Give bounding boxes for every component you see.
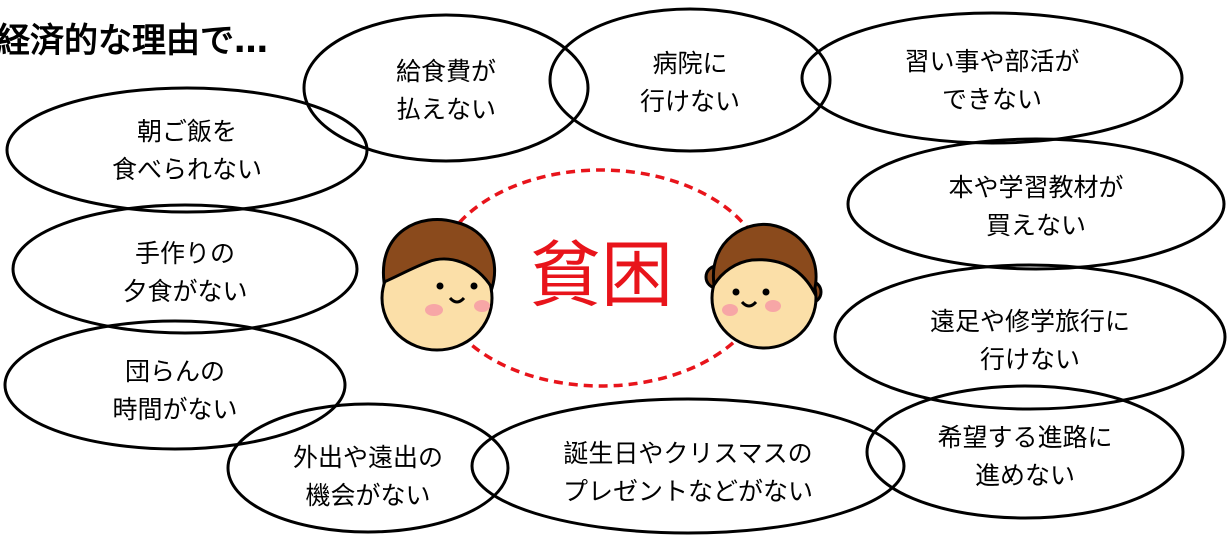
bubble-outings-line-2: 機会がない xyxy=(305,481,430,510)
bubble-school-trip-line-2: 行けない xyxy=(980,345,1080,374)
bubble-breakfast-line-1: 朝ご飯を xyxy=(137,117,237,146)
bubble-dinner-line-1: 手作りの xyxy=(135,239,235,268)
bubble-presents-line-1: 誕生日やクリスマスの xyxy=(563,439,812,468)
bubble-outings-line-1: 外出や遠出の xyxy=(293,443,443,472)
bubble-hospital-line-1: 病院に xyxy=(652,49,727,78)
bubble-career-line-1: 希望する進路に xyxy=(937,423,1112,452)
bubble-lessons-line-2: できない xyxy=(942,85,1042,114)
bubble-outings: 外出や遠出の 機会がない xyxy=(226,402,510,534)
bubble-presents: 誕生日やクリスマスの プレゼントなどがない xyxy=(470,397,906,535)
bubble-breakfast: 朝ご飯を 食べられない xyxy=(5,86,369,214)
bubble-career-line-2: 進めない xyxy=(975,461,1075,490)
bubble-family-time-line-1: 団らんの xyxy=(125,357,225,386)
heading: 経済的な理由で… xyxy=(0,21,268,61)
bubble-books: 本や学習教材が 買えない xyxy=(846,137,1226,271)
bubble-family-time: 団らんの 時間がない xyxy=(3,319,347,451)
boy-face-icon xyxy=(380,218,497,352)
girl-face-icon xyxy=(704,223,823,350)
bubble-hospital: 病院に 行けない xyxy=(548,7,832,153)
bubble-lunch-fee: 給食費が 払えない xyxy=(302,13,590,163)
bubble-dinner: 手作りの 夕食がない xyxy=(11,203,359,335)
bubble-presents-line-2: プレゼントなどがない xyxy=(563,477,813,506)
bubble-breakfast-line-2: 食べられない xyxy=(112,155,262,184)
bubble-school-trip-line-1: 遠足や修学旅行に xyxy=(930,307,1130,336)
bubble-books-line-2: 買えない xyxy=(986,211,1086,240)
bubble-school-trip: 遠足や修学旅行に 行けない xyxy=(833,263,1227,411)
bubble-books-line-1: 本や学習教材が xyxy=(948,173,1123,202)
bubble-hospital-line-2: 行けない xyxy=(640,87,740,116)
bubble-career: 希望する進路に 進めない xyxy=(865,384,1185,520)
bubble-lessons-line-1: 習い事や部活が xyxy=(904,47,1079,76)
bubble-lessons: 習い事や部活が できない xyxy=(800,11,1184,145)
bubble-family-time-line-2: 時間がない xyxy=(112,395,237,424)
center-label: 貧困 xyxy=(529,233,673,317)
bubble-dinner-line-2: 夕食がない xyxy=(122,277,247,306)
bubble-lunch-fee-line-2: 払えない xyxy=(396,95,496,124)
bubble-lunch-fee-line-1: 給食費が xyxy=(396,57,496,86)
